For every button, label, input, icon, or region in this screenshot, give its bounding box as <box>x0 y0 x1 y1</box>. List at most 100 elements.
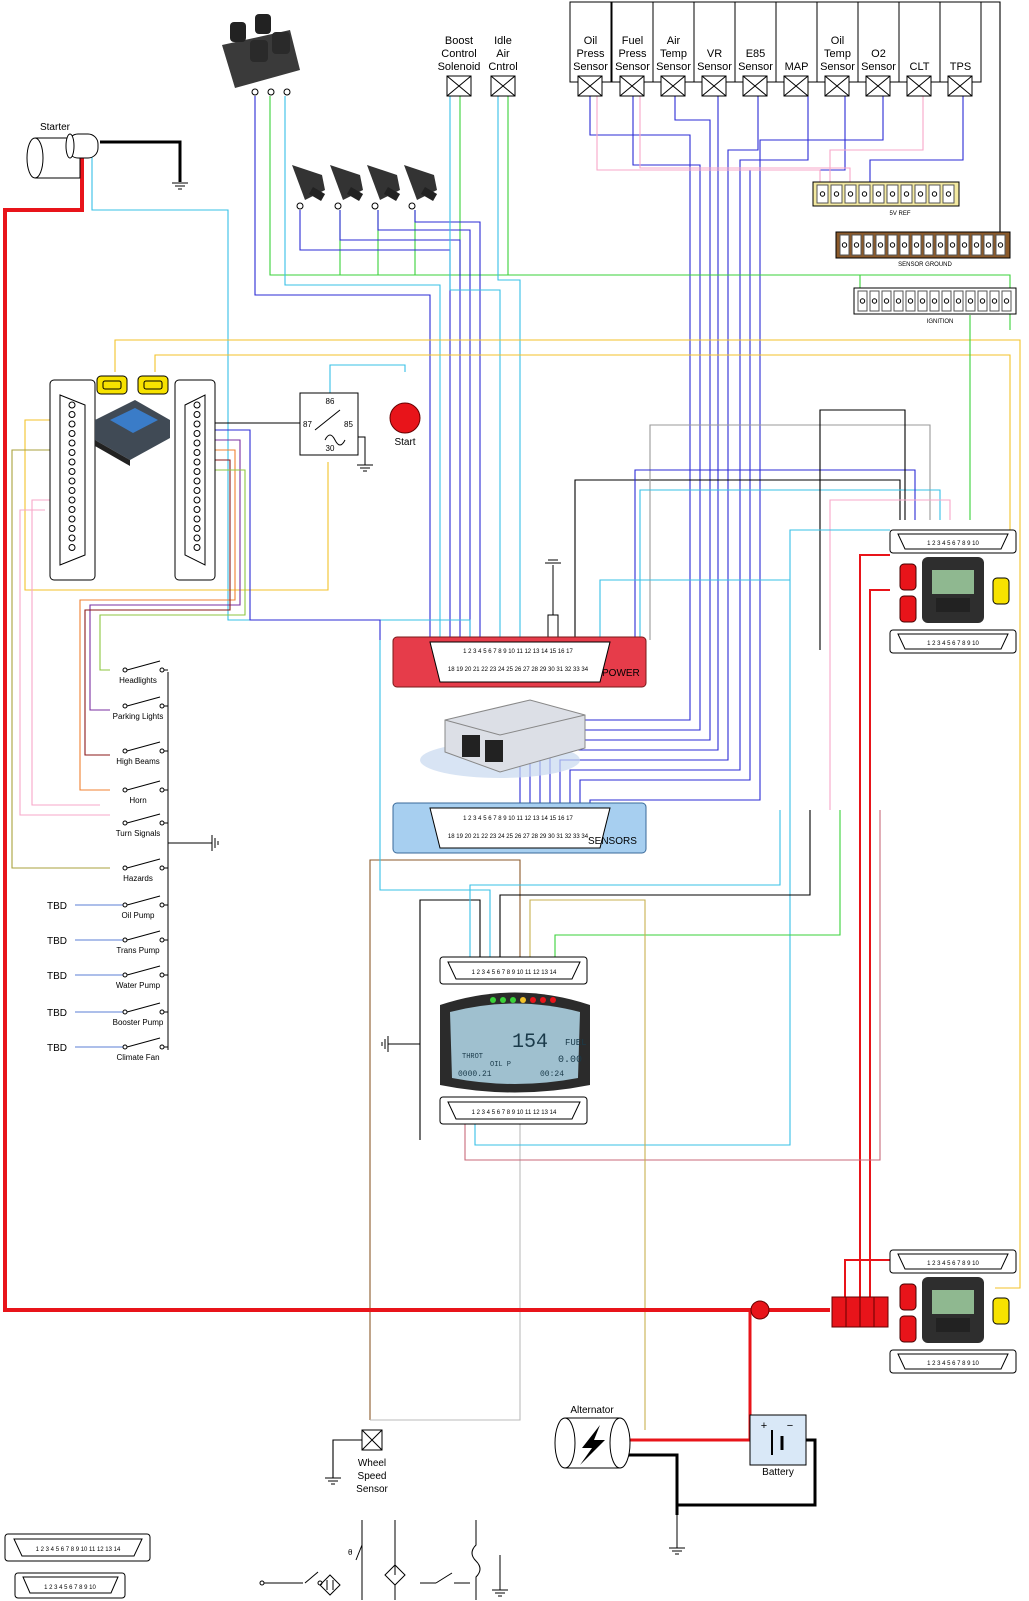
toggle-switch[interactable]: Parking Lights <box>113 696 168 721</box>
wheel-speed-label-1: Wheel <box>358 1458 386 1469</box>
battery-label: Battery <box>762 1467 794 1478</box>
starter-motor: Starter <box>26 122 99 179</box>
plug-pin <box>68 534 76 542</box>
sensor-box <box>857 1 900 83</box>
switch-label: High Beams <box>116 757 160 766</box>
plug-pin <box>193 506 201 513</box>
aux-black <box>574 479 901 640</box>
legend-fuse-icon <box>471 1520 481 1600</box>
dash-throt: THROT <box>462 1053 483 1061</box>
plug-pin <box>193 544 201 551</box>
plug-pin <box>193 515 201 523</box>
boost-wire <box>449 96 501 640</box>
lightning-icon <box>580 1425 605 1465</box>
sensor-box <box>569 1 612 83</box>
inj-wire-1 <box>299 210 451 640</box>
start-label: Start <box>394 437 415 448</box>
toggle-switch[interactable]: Water Pump <box>116 965 168 990</box>
toggle-switch[interactable]: Trans Pump <box>116 930 168 955</box>
switch-label: Hazards <box>123 874 153 883</box>
left-plug-b <box>174 379 216 581</box>
toggle-switch[interactable]: Climate Fan <box>116 1037 168 1062</box>
switch-ground-icon <box>211 835 219 851</box>
dash-bottom-connector: 1 2 3 4 5 6 7 8 9 10 11 12 13 14 <box>439 1096 588 1125</box>
idle-label-3: Cntrol <box>488 61 517 73</box>
relay-pin-86: 86 <box>326 397 335 406</box>
toggle-switch[interactable]: Headlights <box>119 660 168 685</box>
tbd-label: TBD <box>47 1043 67 1054</box>
dash-black <box>419 899 481 1140</box>
idle-label-2: Air <box>496 48 510 60</box>
inj-wire-4 <box>414 210 481 640</box>
sensor-label: Fuel <box>622 35 643 47</box>
plug-pin <box>193 496 201 504</box>
sensor-label: TPS <box>950 61 971 73</box>
aux-cyan-2 <box>789 529 890 880</box>
plug-pin <box>68 430 76 437</box>
boost-label-3: Solenoid <box>438 61 481 73</box>
legend-thermal-switch-icon: θ <box>348 1520 363 1600</box>
sensor-label: Temp <box>824 48 851 60</box>
dash-top-connector: 1 2 3 4 5 6 7 8 9 10 11 12 13 14 <box>439 956 588 985</box>
ecu-sensors-connector: 1 2 3 4 5 6 7 8 9 10 11 12 13 14 15 16 1… <box>392 802 647 854</box>
dash-fuel-readout: FUEL <box>565 1038 587 1048</box>
dash-olive <box>529 899 646 1430</box>
battery-minus: − <box>787 1420 793 1432</box>
toggle-switch[interactable]: Booster Pump <box>113 1002 168 1027</box>
plug-pin <box>68 468 76 475</box>
toggle-switch[interactable]: Oil Pump <box>122 895 168 920</box>
ecu-sensors-pins-top: 1 2 3 4 5 6 7 8 9 10 11 12 13 14 15 16 1… <box>463 816 573 822</box>
toggle-switch[interactable]: High Beams <box>116 741 168 766</box>
relay-cyan <box>329 364 406 400</box>
red-aux-2 <box>869 589 890 1305</box>
sensor-label: MAP <box>785 61 809 73</box>
yellow-run-1 <box>114 339 1021 1289</box>
sensor-wire-e85 <box>559 96 759 815</box>
legend-open-switch-icon <box>420 1572 470 1584</box>
sensor-wire-clt <box>829 96 924 182</box>
aux-cyan <box>639 489 941 640</box>
aux-pins-bottom: 1 2 3 4 5 6 7 8 9 10 <box>927 1361 979 1367</box>
relay-ground-icon <box>357 436 373 472</box>
dash-grey <box>370 1100 521 1421</box>
switch-label: Oil Pump <box>122 911 155 920</box>
harness-olive <box>11 449 110 869</box>
switch-label: Climate Fan <box>116 1053 159 1062</box>
tbd-label: TBD <box>47 936 67 947</box>
plug-pin <box>193 411 201 418</box>
sensor-label: Press <box>576 48 605 60</box>
plug-pin <box>193 449 201 456</box>
toggle-switch[interactable]: Horn <box>122 780 168 805</box>
sensor-label: Sensor <box>615 61 650 73</box>
boost-control-solenoid: Boost Control Solenoid <box>438 35 481 97</box>
sensor-box <box>775 1 818 83</box>
relay-pin-85: 85 <box>344 420 353 429</box>
red-aux-1 <box>859 554 890 1305</box>
switch-label: Parking Lights <box>113 712 164 721</box>
wheel-speed-sensor: Wheel Speed Sensor <box>356 1429 389 1495</box>
sensor-label: Sensor <box>820 61 855 73</box>
idle-air-control: Idle Air Cntrol <box>488 35 518 97</box>
boost-label-1: Boost <box>445 35 473 47</box>
plug-pin <box>68 458 76 466</box>
plug-pin <box>193 430 201 437</box>
switch-label: Turn Signals <box>116 829 161 838</box>
shift-led <box>500 997 506 1003</box>
aux-grey <box>649 424 931 640</box>
start-button[interactable]: Start <box>389 402 421 448</box>
alt-black <box>620 1453 679 1515</box>
toggle-switch[interactable]: Turn Signals <box>116 813 168 838</box>
dash-black-2 <box>499 810 811 965</box>
harness-lime <box>99 469 246 671</box>
dash-top-pins: 1 2 3 4 5 6 7 8 9 10 11 12 13 14 <box>472 970 557 976</box>
ecu-power-pins-bottom: 18 19 20 21 22 23 24 25 26 27 28 29 30 3… <box>448 667 589 673</box>
plug-pin <box>68 420 76 428</box>
toggle-switch[interactable]: Hazards <box>122 858 168 883</box>
sensor-box <box>611 1 654 83</box>
dash-display: 154 FUEL THROT 0.00 OIL P 0000.21 00:24 <box>440 992 590 1093</box>
idle-label-1: Idle <box>494 35 512 47</box>
power-junction-icon <box>750 1300 770 1320</box>
switch-label: Booster Pump <box>113 1018 164 1027</box>
plug-pin <box>68 506 76 513</box>
